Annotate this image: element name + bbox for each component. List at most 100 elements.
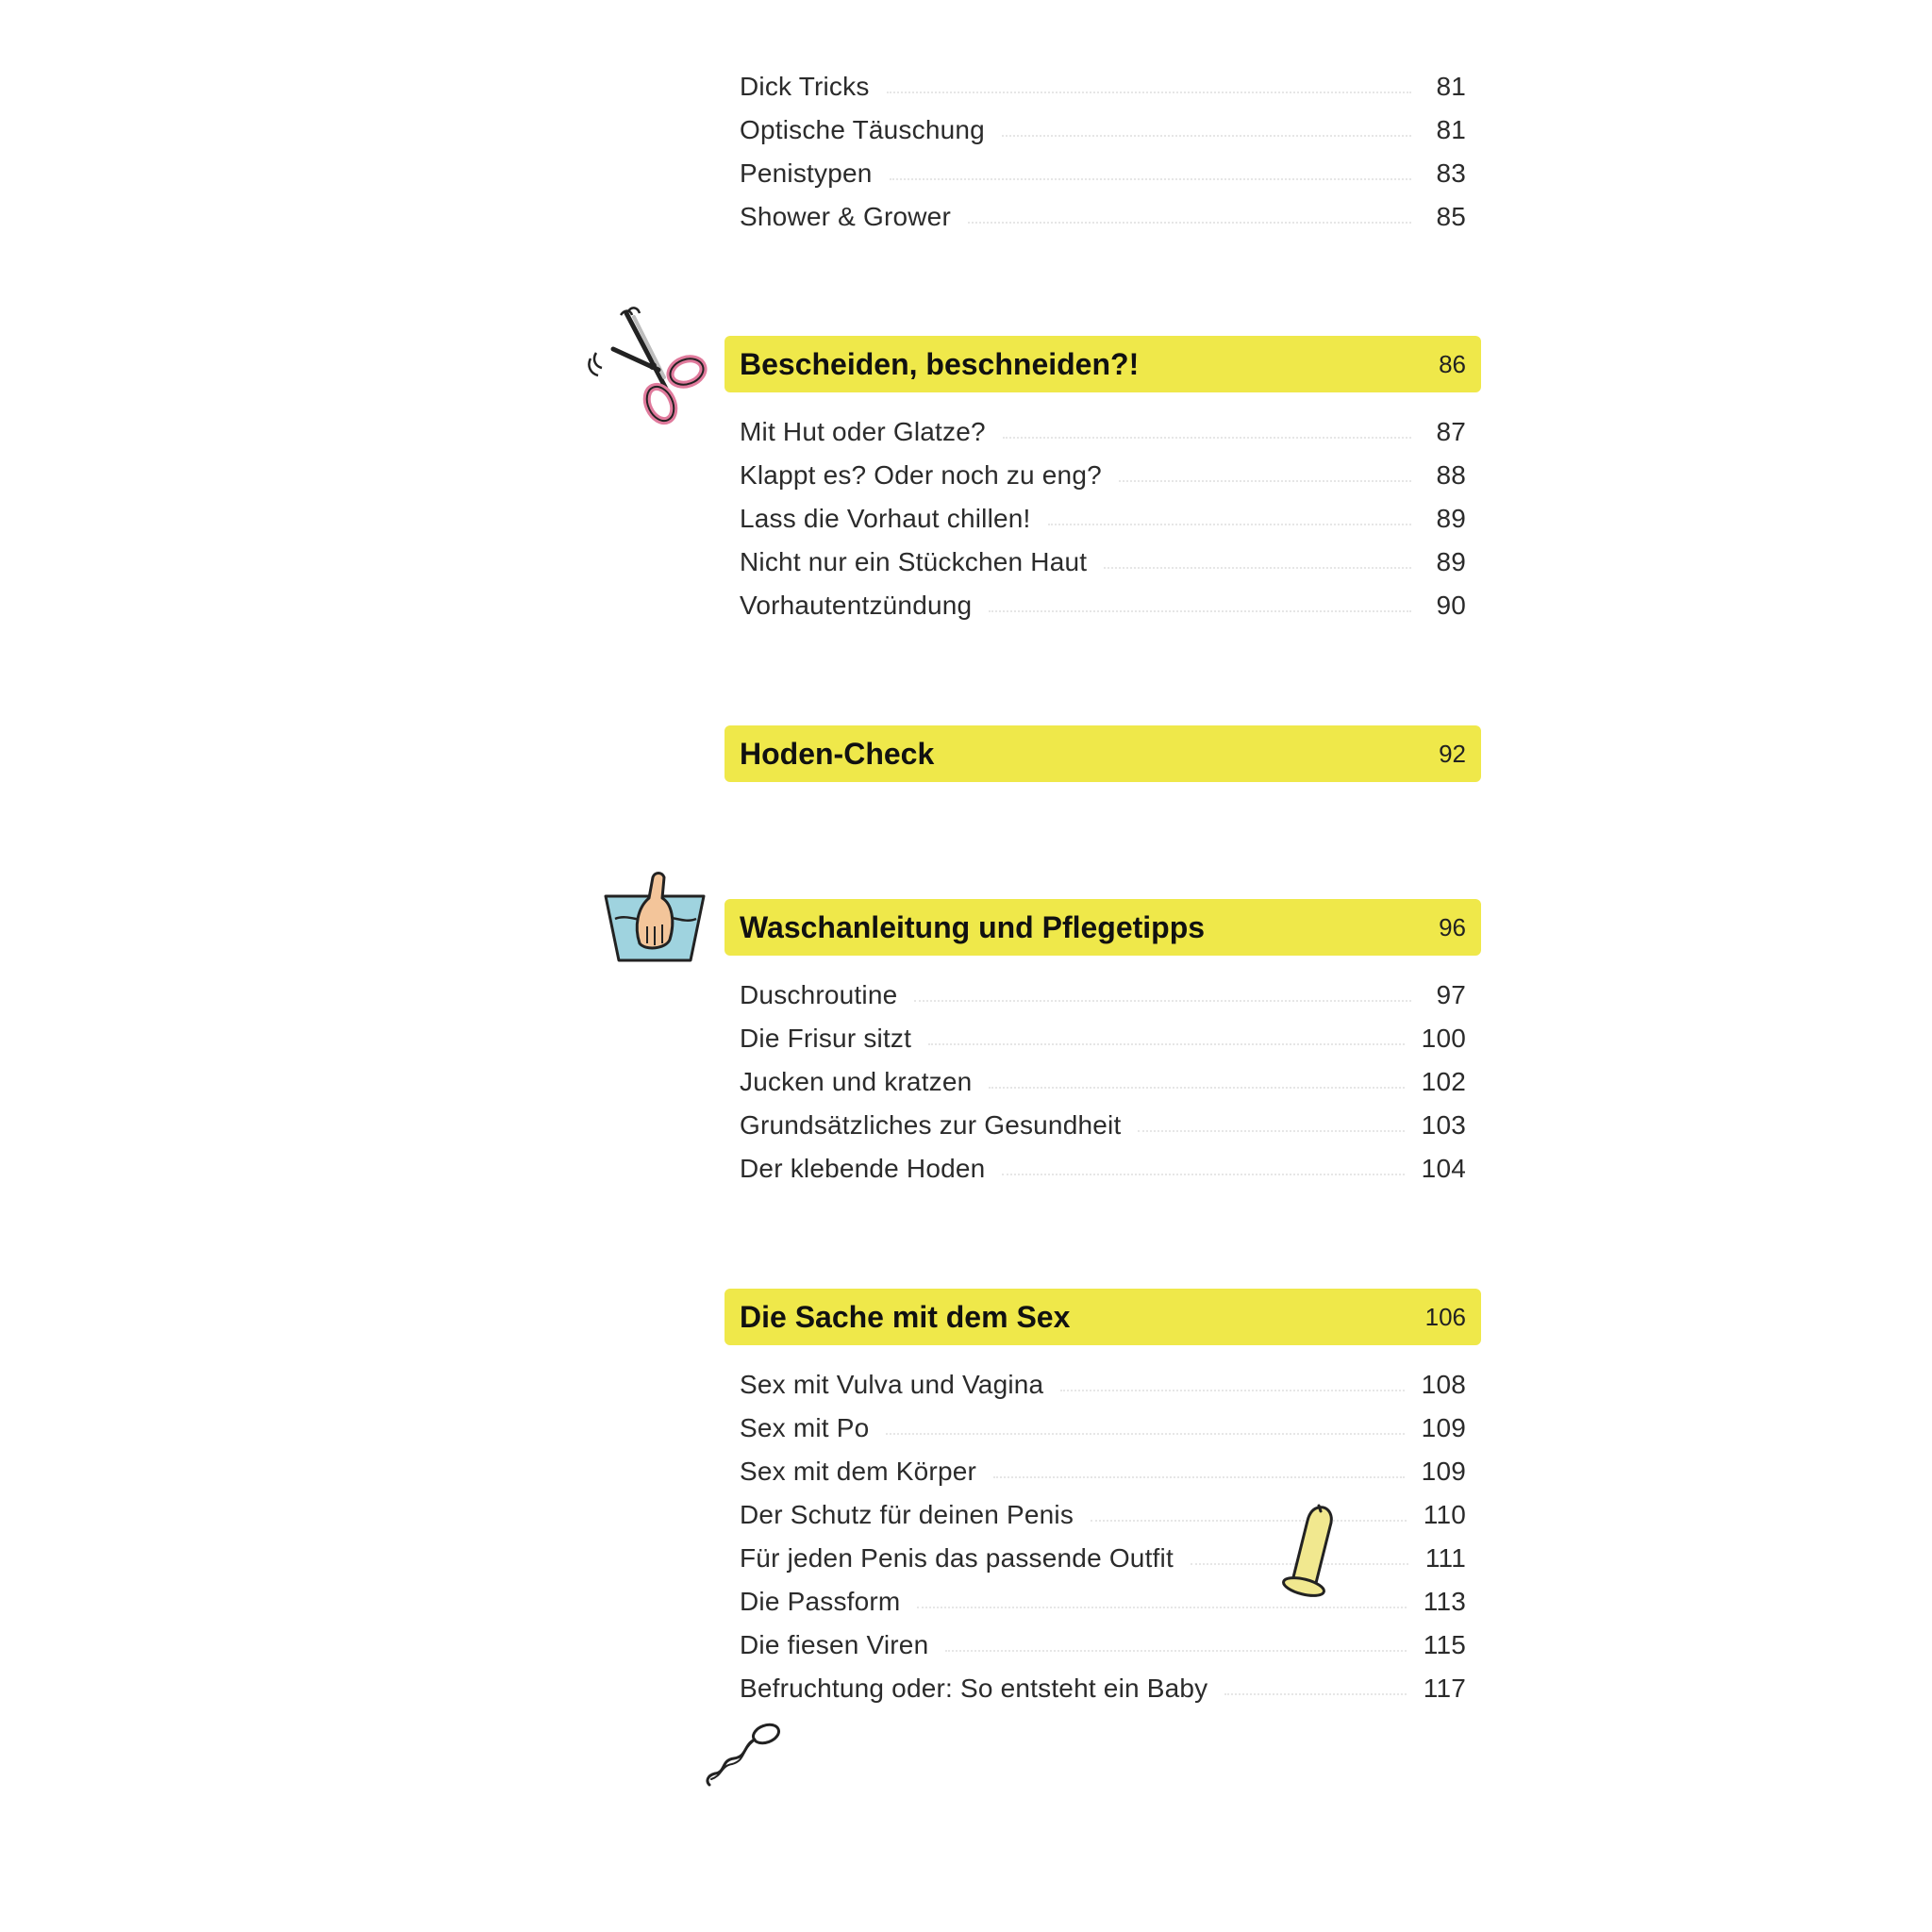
toc-entry[interactable]: Optische Täuschung 81 [740, 111, 1466, 149]
dot-leader [928, 1043, 1405, 1045]
toc-entry-label: Lass die Vorhaut chillen! [740, 504, 1031, 533]
chapter-heading[interactable]: Hoden-Check 92 [724, 725, 1481, 782]
toc-entry-page: 113 [1423, 1587, 1466, 1616]
dot-leader [1091, 1520, 1407, 1522]
toc-entry-label: Sex mit Vulva und Vagina [740, 1370, 1044, 1399]
toc-entry[interactable]: Nicht nur ein Stückchen Haut 89 [740, 543, 1466, 581]
toc-entry[interactable]: Lass die Vorhaut chillen! 89 [740, 500, 1466, 538]
toc-entry-page: 111 [1424, 1543, 1466, 1573]
toc-entry[interactable]: Jucken und kratzen 102 [740, 1063, 1466, 1101]
toc-entry-label: Die Passform [740, 1587, 901, 1616]
chapter-title: Hoden-Check [740, 736, 935, 771]
dot-leader [914, 1000, 1411, 1002]
dot-leader [917, 1607, 1407, 1608]
condom-icon [1282, 1504, 1333, 1597]
toc-entry-page: 89 [1436, 504, 1466, 533]
toc-entry-page: 117 [1423, 1674, 1466, 1703]
toc-entry[interactable]: Duschroutine 97 [740, 976, 1466, 1014]
toc-entry-page: 87 [1436, 417, 1466, 446]
toc-entry-label: Duschroutine [740, 980, 898, 1009]
toc-entry[interactable]: Sex mit Vulva und Vagina 108 [740, 1366, 1466, 1404]
toc-entry-page: 109 [1421, 1413, 1466, 1442]
scissors-icon [588, 307, 708, 425]
toc-entry-label: Für jeden Penis das passende Outfit [740, 1543, 1174, 1573]
dot-leader [886, 1433, 1405, 1435]
toc-entry-page: 89 [1436, 547, 1466, 576]
toc-entry-label: Optische Täuschung [740, 115, 985, 144]
toc-entry[interactable]: Sex mit dem Körper 109 [740, 1453, 1466, 1491]
dot-leader [945, 1650, 1407, 1652]
toc-entry-page: 110 [1423, 1500, 1466, 1529]
chapter-page: 96 [1439, 912, 1466, 941]
toc-entry[interactable]: Mit Hut oder Glatze? 87 [740, 413, 1466, 451]
toc-entry-page: 83 [1436, 158, 1466, 188]
dot-leader [1002, 437, 1411, 439]
toc-entry-label: Dick Tricks [740, 72, 870, 101]
dot-leader [886, 92, 1411, 93]
toc-entry[interactable]: Befruchtung oder: So entsteht ein Baby 1… [740, 1670, 1466, 1707]
toc-entry[interactable]: Der klebende Hoden 104 [740, 1150, 1466, 1188]
toc-entry[interactable]: Sex mit Po 109 [740, 1409, 1466, 1447]
toc-entry[interactable]: Die Frisur sitzt 100 [740, 1020, 1466, 1058]
chapter-page: 92 [1439, 739, 1466, 768]
chapter-page: 106 [1424, 1302, 1466, 1331]
handwash-basin-icon [604, 872, 706, 962]
chapter-title: Waschanleitung und Pflegetipps [740, 909, 1206, 944]
toc-entry-page: 115 [1423, 1630, 1466, 1659]
chapter-heading[interactable]: Bescheiden, beschneiden?! 86 [724, 336, 1481, 392]
dot-leader [1224, 1693, 1407, 1695]
toc-entry-label: Klappt es? Oder noch zu eng? [740, 460, 1102, 490]
dot-leader [1060, 1390, 1405, 1391]
toc-entry-label: Shower & Grower [740, 202, 951, 231]
toc-entry-label: Penistypen [740, 158, 873, 188]
chapter-page: 86 [1439, 349, 1466, 378]
dot-leader [989, 610, 1411, 612]
sperm-icon [706, 1723, 781, 1787]
chapter-title: Bescheiden, beschneiden?! [740, 346, 1140, 381]
toc-entry-label: Sex mit Po [740, 1413, 870, 1442]
toc-entry-page: 109 [1421, 1457, 1466, 1486]
toc-entry-label: Sex mit dem Körper [740, 1457, 977, 1486]
toc-entry-page: 81 [1436, 115, 1466, 144]
dot-leader [889, 178, 1411, 180]
toc-entry-label: Nicht nur ein Stückchen Haut [740, 547, 1088, 576]
toc-entry[interactable]: Für jeden Penis das passende Outfit 111 [740, 1540, 1466, 1577]
toc-entry[interactable]: Der Schutz für deinen Penis 110 [740, 1496, 1466, 1534]
toc-entry-page: 104 [1421, 1154, 1466, 1183]
dot-leader [1104, 567, 1411, 569]
toc-entry-label: Jucken und kratzen [740, 1067, 973, 1096]
toc-entry[interactable]: Grundsätzliches zur Gesundheit 103 [740, 1107, 1466, 1144]
dot-leader [1047, 524, 1411, 525]
chapter-heading[interactable]: Waschanleitung und Pflegetipps 96 [724, 899, 1481, 956]
toc-entry[interactable]: Klappt es? Oder noch zu eng? 88 [740, 457, 1466, 494]
dot-leader [993, 1476, 1405, 1478]
dot-leader [967, 222, 1411, 224]
toc-entry[interactable]: Dick Tricks 81 [740, 68, 1466, 106]
toc-entry[interactable]: Die Passform 113 [740, 1583, 1466, 1621]
dot-leader [989, 1087, 1405, 1089]
toc-entry[interactable]: Shower & Grower 85 [740, 198, 1466, 236]
chapter-heading[interactable]: Die Sache mit dem Sex 106 [724, 1289, 1481, 1345]
toc-entry[interactable]: Vorhautentzündung 90 [740, 587, 1466, 625]
toc-entry-label: Der Schutz für deinen Penis [740, 1500, 1074, 1529]
toc-entry-page: 100 [1421, 1024, 1466, 1053]
toc-entry-page: 90 [1436, 591, 1466, 620]
toc-entry-label: Vorhautentzündung [740, 591, 973, 620]
toc-entry-page: 85 [1436, 202, 1466, 231]
dot-leader [1138, 1130, 1405, 1132]
toc-entry[interactable]: Penistypen 83 [740, 155, 1466, 192]
toc-entry-label: Der klebende Hoden [740, 1154, 986, 1183]
toc-entry-page: 108 [1421, 1370, 1466, 1399]
toc-entry-page: 103 [1421, 1110, 1466, 1140]
toc-entry[interactable]: Die fiesen Viren 115 [740, 1626, 1466, 1664]
dot-leader [1002, 1174, 1405, 1175]
toc-entry-page: 97 [1436, 980, 1466, 1009]
chapter-title: Die Sache mit dem Sex [740, 1299, 1071, 1334]
toc-entry-page: 102 [1421, 1067, 1466, 1096]
toc-entry-label: Grundsätzliches zur Gesundheit [740, 1110, 1122, 1140]
toc-entry-page: 88 [1436, 460, 1466, 490]
toc-entry-page: 81 [1436, 72, 1466, 101]
toc-entry-label: Befruchtung oder: So entsteht ein Baby [740, 1674, 1208, 1703]
toc-entry-label: Die fiesen Viren [740, 1630, 929, 1659]
